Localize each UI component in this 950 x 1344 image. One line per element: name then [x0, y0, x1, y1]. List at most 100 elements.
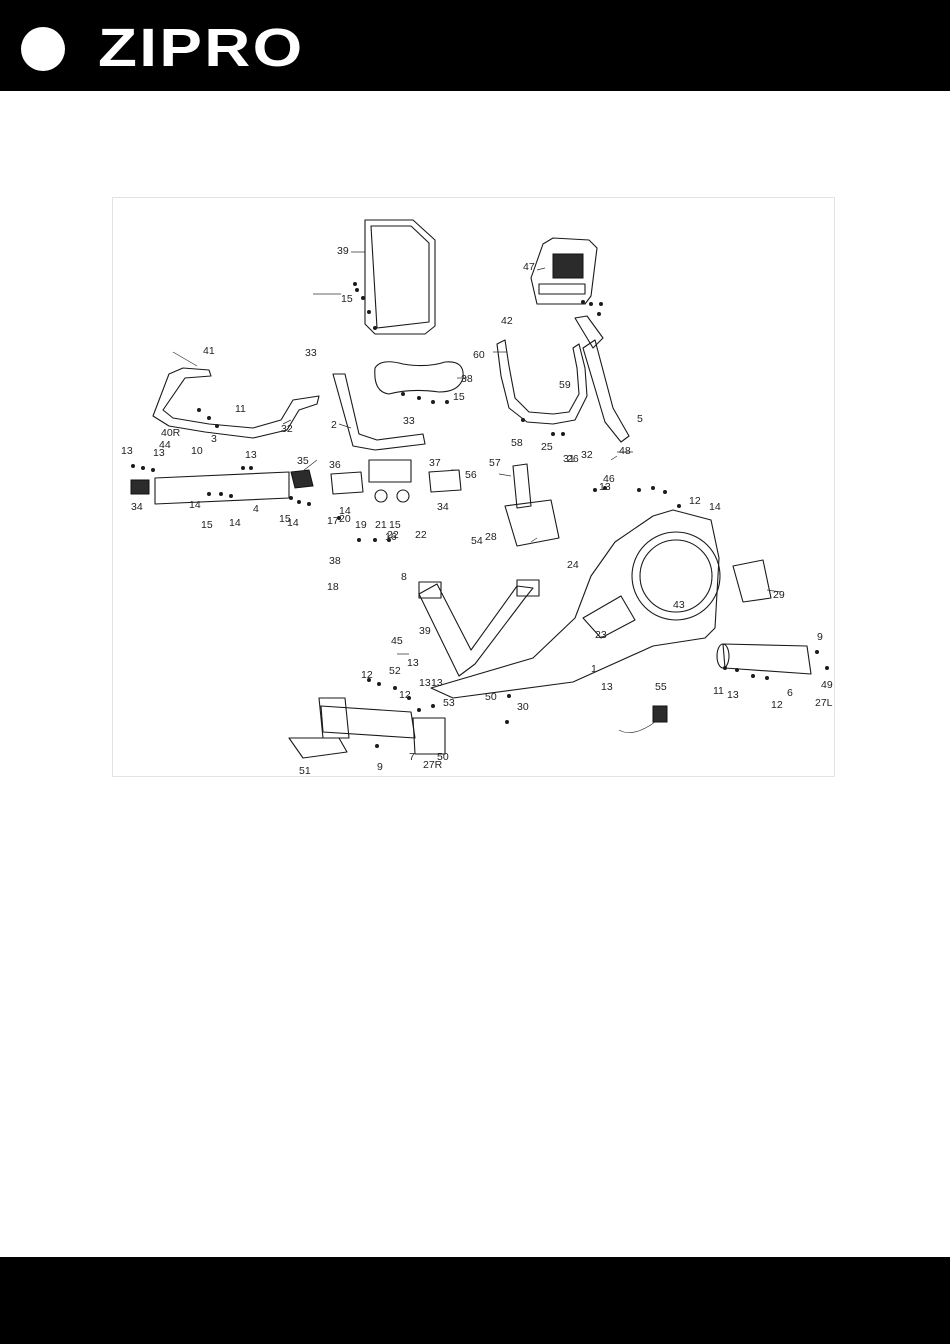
console-mast [583, 340, 629, 442]
front-stabilizer [321, 706, 415, 738]
bolt-icon [307, 502, 311, 506]
part-callout-1: 1 [591, 663, 597, 675]
part-callout-42: 42 [501, 315, 513, 327]
part-callout-24: 24 [567, 559, 579, 571]
part-callout-13: 13 [121, 445, 133, 457]
part-callout-21: 21 [375, 519, 387, 531]
part-callout-55: 55 [655, 681, 667, 693]
bolt-icon [815, 650, 819, 654]
brand-logo: ZIPRO [98, 18, 305, 78]
bolt-icon [677, 504, 681, 508]
part-callout-20: 20 [339, 513, 351, 525]
part-callout-18: 18 [327, 581, 339, 593]
seat-cushion [375, 362, 463, 394]
part-callout-7: 7 [409, 751, 415, 763]
part-callout-28: 28 [485, 531, 497, 543]
bolt-icon [375, 744, 379, 748]
part-callout-13: 13 [601, 681, 613, 693]
part-callout-14: 14 [709, 501, 721, 513]
part-callout-56: 56 [465, 469, 477, 481]
logo-circle-icon [21, 27, 65, 71]
bolt-icon [393, 686, 397, 690]
bolt-icon [581, 300, 585, 304]
bolt-icon [215, 424, 219, 428]
part-callout-15: 15 [201, 519, 213, 531]
seat-slider-right [429, 470, 461, 492]
part-callout-60: 60 [473, 349, 485, 361]
bolt-icon [367, 310, 371, 314]
front-foot [289, 738, 347, 758]
bolt-icon [735, 668, 739, 672]
part-callout-32: 32 [281, 423, 293, 435]
part-callout-5: 5 [637, 413, 643, 425]
part-callout-53: 53 [443, 697, 455, 709]
part-callout-34: 34 [131, 501, 143, 513]
part-callout-29: 29 [773, 589, 785, 601]
seat-frame [333, 374, 425, 450]
part-callout-39: 39 [337, 245, 349, 257]
bolt-icon [505, 720, 509, 724]
part-callout-11: 11 [713, 685, 724, 697]
part-callout-11: 11 [235, 403, 246, 415]
bolt-icon [373, 326, 377, 330]
bolt-icon [207, 492, 211, 496]
pedal-right [733, 560, 771, 602]
part-callout-33: 33 [403, 415, 415, 427]
part-callout-41: 41 [203, 345, 215, 357]
part-callout-13: 13 [431, 677, 443, 689]
part-callout-25: 25 [541, 441, 553, 453]
part-callout-38: 38 [461, 373, 473, 385]
part-callout-38: 38 [329, 555, 341, 567]
seat-rail [155, 472, 289, 504]
pedal-left [505, 500, 559, 546]
part-callout-10: 10 [191, 445, 203, 457]
bolt-icon [663, 490, 667, 494]
bolt-icon [431, 704, 435, 708]
backrest-pad [365, 220, 435, 334]
bolt-icon [561, 432, 565, 436]
bolt-icon [197, 408, 201, 412]
part-callout-14: 14 [229, 517, 241, 529]
part-callout-15: 15 [279, 513, 291, 525]
part-callout-54: 54 [471, 535, 483, 547]
bolt-icon [637, 488, 641, 492]
part-callout-44: 44 [159, 439, 171, 451]
upper-handlebar [497, 340, 587, 424]
part-callout-13: 13 [245, 449, 257, 461]
part-callout-40R: 40R [161, 427, 181, 439]
part-callout-12: 12 [689, 495, 701, 507]
bolt-icon [597, 312, 601, 316]
bolt-icon [373, 538, 377, 542]
power-adapter-icon [653, 706, 667, 722]
part-callout-13: 13 [727, 689, 739, 701]
bolt-icon [289, 496, 293, 500]
bolt-icon [353, 282, 357, 286]
bolt-icon [825, 666, 829, 670]
bolt-icon [765, 676, 769, 680]
part-callout-50: 50 [485, 691, 497, 703]
bolt-icon [377, 682, 381, 686]
part-callout-43: 43 [673, 599, 685, 611]
part-callout-8: 8 [401, 571, 407, 583]
bolt-icon [431, 400, 435, 404]
part-callout-17: 17 [327, 515, 339, 527]
part-callout-49: 49 [821, 679, 833, 691]
part-callout-22: 22 [415, 529, 427, 541]
part-callout-12: 12 [771, 699, 783, 711]
bolt-icon [751, 674, 755, 678]
bolt-icon [521, 418, 525, 422]
part-callout-19: 19 [355, 519, 367, 531]
footer-bar [0, 1257, 950, 1344]
bolt-icon [417, 708, 421, 712]
part-callout-9: 9 [817, 631, 823, 643]
part-callout-12: 12 [361, 669, 373, 681]
water-bottle [513, 464, 531, 508]
bolt-icon [723, 666, 727, 670]
part-callout-27L: 27L [815, 697, 833, 709]
bolt-icon [507, 694, 511, 698]
bolt-icon [401, 392, 405, 396]
bolt-icon [229, 494, 233, 498]
bolt-icon [207, 416, 211, 420]
part-callout-39: 39 [419, 625, 431, 637]
bolt-icon [241, 466, 245, 470]
